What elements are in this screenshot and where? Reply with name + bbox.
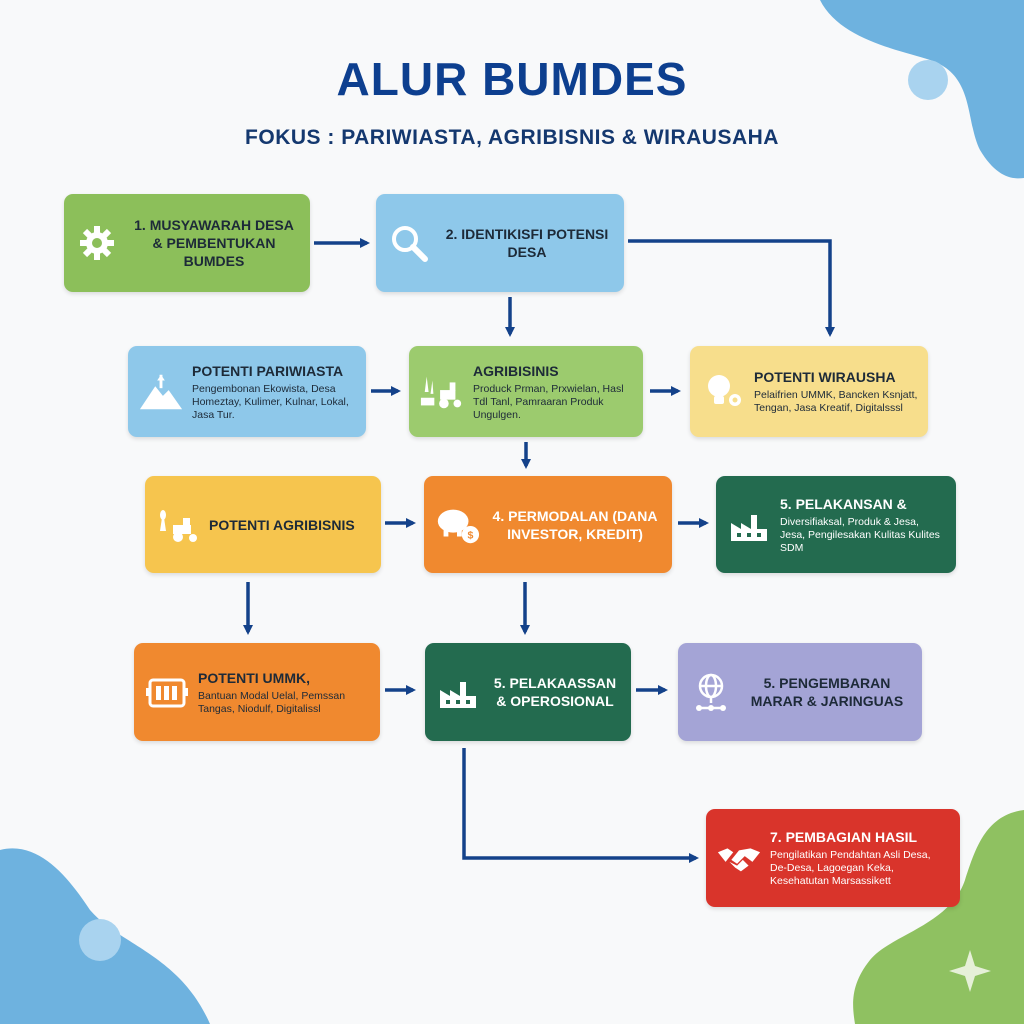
factory-icon (726, 502, 772, 548)
node-potensi-wirausha: POTENTI WIRAUSHA Pelaifrien UMMK, Bancke… (690, 346, 928, 437)
node-title: AGRIBISINIS (473, 362, 559, 379)
arrow-oper-to-hasil (462, 748, 699, 863)
farm-tractor-icon (419, 369, 465, 415)
node-title: 4. PERMODALAN (DANA INVESTOR, KREDIT) (492, 507, 658, 542)
node-pengembaran-marar: 5. PENGEMBARAN MARAR & JARINGUAS (678, 643, 922, 741)
dot-top-right (908, 60, 948, 100)
magnifier-icon (386, 220, 432, 266)
node-title: 7. PEMBAGIAN HASIL (770, 829, 918, 845)
node-description: Bantuan Modal Uelal, Pemssan Tangas, Nio… (198, 689, 346, 715)
page-subtitle: FOKUS : PARIWIASTA, AGRIBISNIS & WIRAUSA… (245, 126, 779, 149)
node-pembagian-hasil: 7. PEMBAGIAN HASIL Pengilatikan Pendahta… (706, 809, 960, 907)
node-pelakaassan-operasional: 5. PELAKAASSAN & OPEROSIONAL (425, 643, 631, 741)
node-title: 5. PENGEMBARAN MARAR & JARINGUAS (750, 675, 904, 709)
arrow-2-to-wira (628, 239, 835, 337)
node-agribisinis: AGRIBISINIS Produck Prman, Prxwielan, Ha… (409, 346, 643, 437)
node-title: 1. MUSYAWARAH DESA & PEMBENTUKAN BUMDES (134, 217, 294, 269)
node-title: POTENTI UMMK, (198, 669, 310, 686)
page-title: ALUR BUMDES (336, 53, 688, 105)
node-description: Produck Prman, Prxwielan, Hasl Tdl Tanl,… (473, 382, 624, 421)
node-identifikasi: 2. IDENTIKISFI POTENSI DESA (376, 194, 624, 292)
sparkle-icon (949, 950, 991, 992)
node-title: POTENTI PARIWIASTA (192, 362, 344, 379)
handshake-icon (716, 835, 762, 881)
globe-network-icon (688, 669, 734, 715)
dot-bottom-left (79, 919, 121, 961)
node-description: Diversifiaksal, Produk & Jesa, Jesa, Pen… (780, 515, 940, 554)
shop-icon (144, 669, 190, 715)
node-musyawarah: 1. MUSYAWARAH DESA & PEMBENTUKAN BUMDES (64, 194, 310, 292)
piggy-bank-icon: $ (434, 502, 480, 548)
gear-icon (74, 220, 120, 266)
svg-text:$: $ (467, 529, 473, 541)
node-title: 5. PELAKAASSAN & OPEROSIONAL (493, 675, 617, 709)
node-title: POTENTI WIRAUSHA (754, 369, 896, 385)
lightbulb-gear-icon (700, 369, 746, 415)
node-potensi-pariwisata: POTENTI PARIWIASTA Pengembonan Ekowista,… (128, 346, 366, 437)
node-potensi-agribisnis: POTENTI AGRIBISNIS (145, 476, 381, 573)
mountain-icon (138, 369, 184, 415)
node-potensi-ummk: POTENTI UMMK, Bantuan Modal Uelal, Pemss… (134, 643, 380, 741)
factory-icon (435, 669, 481, 715)
blob-top-right (820, 0, 1024, 179)
node-description: Pengilatikan Pendahtan Asli Desa, De-Des… (770, 849, 931, 887)
wheat-tractor-icon (155, 502, 201, 548)
node-permodalan: $ 4. PERMODALAN (DANA INVESTOR, KREDIT) (424, 476, 672, 573)
node-title: POTENTI AGRIBISNIS (209, 516, 355, 533)
node-pelakansan: 5. PELAKANSAN & Diversifiaksal, Produk &… (716, 476, 956, 573)
node-description: Pelaifrien UMMK, Bancken Ksnjatt, Tengan… (754, 389, 918, 414)
node-title: 2. IDENTIKISFI POTENSI DESA (445, 226, 609, 260)
node-title: 5. PELAKANSAN & (780, 495, 907, 512)
node-description: Pengembonan Ekowista, Desa Homeztay, Kul… (192, 382, 349, 421)
